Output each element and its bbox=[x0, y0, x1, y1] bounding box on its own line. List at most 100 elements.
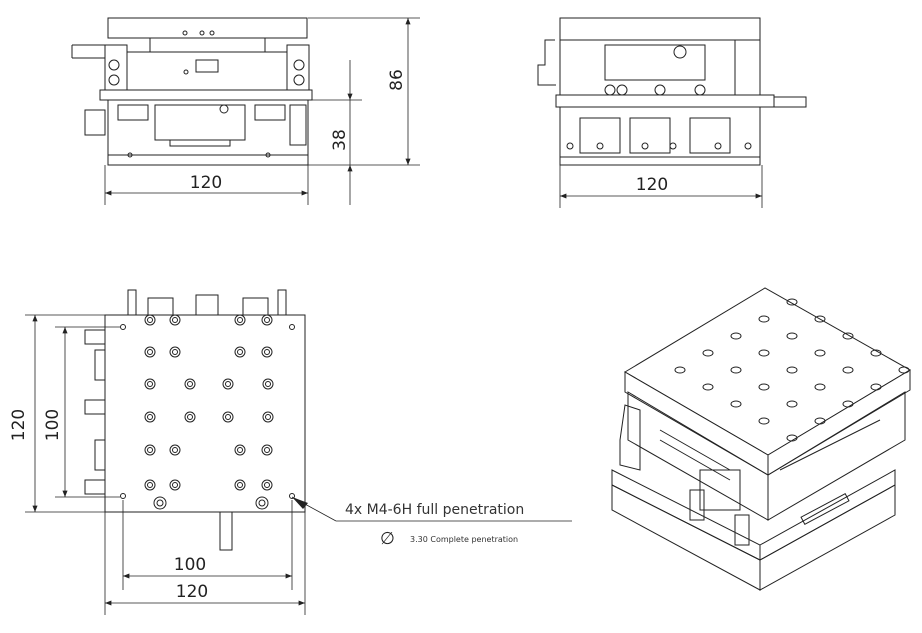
mounting-hole-inner bbox=[264, 482, 270, 488]
top-dimensions: 120 100 100 120 bbox=[9, 314, 306, 615]
iso-mounting-hole bbox=[842, 400, 854, 408]
iso-mounting-hole bbox=[702, 383, 714, 391]
iso-mounting-hole bbox=[814, 383, 826, 391]
mounting-hole bbox=[261, 479, 273, 491]
mounting-hole-inner bbox=[237, 317, 243, 323]
top-inner-height-dim: 100 bbox=[43, 409, 63, 441]
m4-through-hole bbox=[120, 324, 126, 330]
mounting-hole-inner bbox=[225, 414, 231, 420]
mounting-hole bbox=[262, 411, 274, 423]
dowel-hole-inner bbox=[258, 499, 266, 507]
iso-mounting-hole bbox=[730, 366, 742, 374]
mounting-hole-inner bbox=[172, 317, 178, 323]
front-dimensions: 120 86 38 bbox=[104, 17, 420, 205]
mounting-hole-inner bbox=[264, 447, 270, 453]
mounting-hole bbox=[234, 479, 246, 491]
mounting-hole-inner bbox=[147, 447, 153, 453]
iso-mounting-hole bbox=[786, 332, 798, 340]
mounting-hole-inner bbox=[237, 349, 243, 355]
front-view bbox=[71, 17, 313, 166]
mounting-hole bbox=[184, 378, 196, 390]
mounting-hole-inner bbox=[147, 482, 153, 488]
mounting-hole bbox=[144, 444, 156, 456]
mounting-hole-inner bbox=[187, 414, 193, 420]
mounting-hole bbox=[262, 378, 274, 390]
iso-mounting-hole bbox=[758, 315, 770, 323]
mounting-hole-inner bbox=[147, 317, 153, 323]
m4-through-hole bbox=[289, 324, 295, 330]
mounting-hole bbox=[144, 314, 156, 326]
mounting-hole-inner bbox=[264, 317, 270, 323]
mounting-hole bbox=[261, 444, 273, 456]
top-outer-width-dim: 120 bbox=[176, 582, 208, 602]
iso-mounting-hole bbox=[898, 366, 910, 374]
iso-mounting-hole bbox=[870, 349, 882, 357]
front-width-dim: 120 bbox=[190, 173, 222, 193]
mounting-hole bbox=[169, 346, 181, 358]
mounting-hole-inner bbox=[147, 414, 153, 420]
iso-mounting-hole bbox=[842, 366, 854, 374]
m4-through-hole bbox=[289, 493, 295, 499]
iso-mounting-hole bbox=[730, 400, 742, 408]
mounting-hole-inner bbox=[264, 349, 270, 355]
mounting-hole bbox=[222, 411, 234, 423]
callout-main-text: 4x M4-6H full penetration bbox=[345, 502, 524, 518]
mounting-hole-inner bbox=[265, 381, 271, 387]
mounting-hole bbox=[261, 314, 273, 326]
iso-mounting-hole bbox=[814, 315, 826, 323]
mounting-hole bbox=[144, 378, 156, 390]
iso-mounting-hole bbox=[758, 417, 770, 425]
mounting-hole-inner bbox=[237, 447, 243, 453]
side-width-dim: 120 bbox=[636, 175, 668, 195]
top-outer-height-dim: 120 bbox=[9, 409, 29, 441]
iso-mounting-hole bbox=[674, 366, 686, 374]
iso-mounting-hole bbox=[786, 298, 798, 306]
iso-mounting-hole bbox=[786, 400, 798, 408]
mounting-hole bbox=[169, 479, 181, 491]
mounting-hole-inner bbox=[225, 381, 231, 387]
side-view bbox=[537, 17, 807, 166]
mounting-hole bbox=[169, 314, 181, 326]
mounting-hole bbox=[222, 378, 234, 390]
iso-mounting-hole bbox=[730, 332, 742, 340]
mounting-hole bbox=[184, 411, 196, 423]
mounting-hole bbox=[261, 346, 273, 358]
side-dimensions: 120 bbox=[559, 165, 763, 208]
mounting-hole-inner bbox=[172, 349, 178, 355]
diameter-symbol-icon: ∅ bbox=[380, 529, 395, 549]
front-height-dim: 86 bbox=[387, 69, 407, 91]
top-view bbox=[84, 289, 306, 551]
mounting-hole-inner bbox=[172, 447, 178, 453]
iso-mounting-hole bbox=[870, 383, 882, 391]
mounting-hole-inner bbox=[147, 349, 153, 355]
mounting-hole bbox=[144, 411, 156, 423]
mounting-hole-inner bbox=[237, 482, 243, 488]
callout-sub-text: 3.30 Complete penetration bbox=[410, 535, 518, 544]
hole-callout: 4x M4-6H full penetration ∅ 3.30 Complet… bbox=[291, 496, 572, 549]
isometric-view bbox=[611, 287, 911, 591]
mounting-hole bbox=[234, 444, 246, 456]
mounting-hole-inner bbox=[265, 414, 271, 420]
dowel-hole-inner bbox=[156, 499, 164, 507]
iso-mounting-hole bbox=[842, 332, 854, 340]
mounting-hole bbox=[169, 444, 181, 456]
iso-mounting-hole bbox=[814, 349, 826, 357]
mounting-hole bbox=[234, 314, 246, 326]
iso-mounting-hole bbox=[758, 349, 770, 357]
front-lower-height-dim: 38 bbox=[330, 129, 350, 151]
dowel-hole bbox=[255, 496, 269, 510]
mounting-hole bbox=[144, 479, 156, 491]
iso-mounting-hole bbox=[758, 383, 770, 391]
mounting-hole-inner bbox=[187, 381, 193, 387]
mounting-hole-inner bbox=[147, 381, 153, 387]
top-inner-width-dim: 100 bbox=[174, 555, 206, 575]
dowel-hole bbox=[153, 496, 167, 510]
mounting-hole bbox=[234, 346, 246, 358]
iso-mounting-hole bbox=[814, 417, 826, 425]
m4-through-hole bbox=[120, 493, 126, 499]
iso-mounting-hole bbox=[702, 349, 714, 357]
mounting-hole-inner bbox=[172, 482, 178, 488]
mounting-hole bbox=[144, 346, 156, 358]
iso-mounting-hole bbox=[786, 434, 798, 442]
